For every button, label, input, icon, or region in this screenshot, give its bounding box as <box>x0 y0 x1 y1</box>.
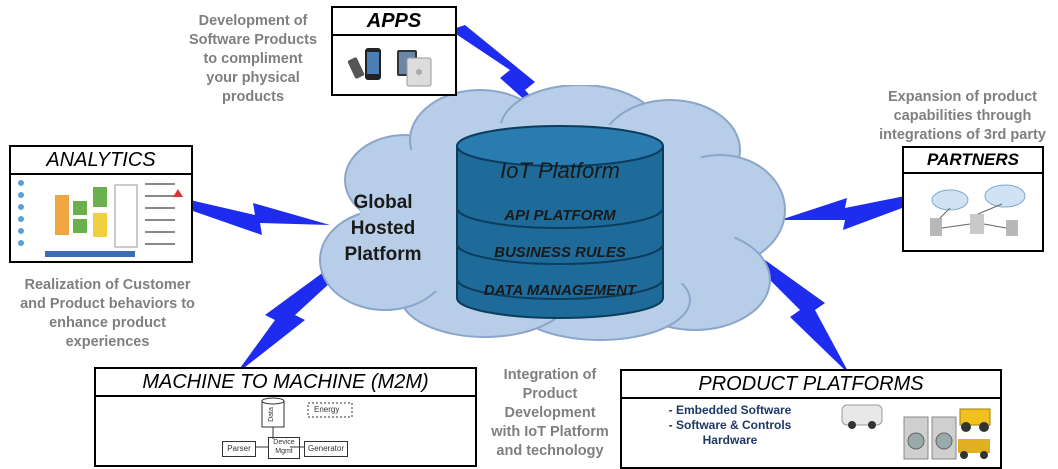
product-platforms-box: PRODUCT PLATFORMS - Embedded Software - … <box>620 369 1002 469</box>
caption-line: Integration of <box>503 367 597 383</box>
caption-line: Product <box>522 386 578 402</box>
caption-line: integrations of 3rd party <box>879 127 1046 143</box>
m2m-title: MACHINE TO MACHINE (M2M) <box>96 369 475 397</box>
cylinder-layer-data: DATA MANAGEMENT <box>483 282 637 299</box>
bolt-m2m <box>235 260 355 375</box>
cloud-label-line: Global <box>353 192 413 213</box>
bolt-analytics <box>190 200 330 235</box>
apps-title: APPS <box>333 8 455 36</box>
cylinder-title: IoT Platform <box>500 158 620 183</box>
m2m-diagram: Data Energy Parser Device Mgmt Generator <box>96 397 475 467</box>
partners-title: PARTNERS <box>904 148 1042 174</box>
cylinder-layer-rules: BUSINESS RULES <box>494 244 626 261</box>
cylinder-graphic <box>456 125 664 319</box>
caption-line: experiences <box>65 334 150 350</box>
caption-line: Software Products <box>188 32 318 48</box>
product-list-item: Hardware <box>702 433 758 447</box>
cloud-label: Global Hosted Platform <box>328 190 438 268</box>
product-list: - Embedded Software - Software & Control… <box>650 403 810 448</box>
analytics-box: ANALYTICS <box>9 145 193 263</box>
partners-box: PARTNERS <box>902 146 1044 252</box>
caption-line: and technology <box>496 443 604 459</box>
caption-line: Expansion of product <box>887 89 1038 105</box>
caption-line: enhance product <box>49 315 166 331</box>
caption-line: Development <box>504 405 596 421</box>
cylinder-layer-api: API PLATFORM <box>504 207 616 224</box>
devices-image <box>347 48 432 87</box>
analytics-title: ANALYTICS <box>11 147 191 175</box>
caption-line: Realization of Customer <box>24 277 191 293</box>
m2m-diagram-lines <box>256 397 353 448</box>
caption-line: with IoT Platform <box>491 424 609 440</box>
m2m-node-energy: Energy <box>314 405 340 414</box>
caption-line: your physical <box>206 70 300 86</box>
product-platforms-title: PRODUCT PLATFORMS <box>622 371 1000 399</box>
caption-line: Development of <box>198 13 308 29</box>
apps-box: APPS <box>331 6 457 96</box>
partners-network-image <box>930 184 1026 236</box>
caption-analytics: Realization of Customer and Product beha… <box>0 276 215 352</box>
m2m-node-data: Data <box>267 407 275 422</box>
cloud-label-line: Hosted <box>350 218 416 239</box>
analytics-diagram-image <box>18 180 183 257</box>
caption-line: to compliment <box>203 51 303 67</box>
products-image <box>841 404 991 460</box>
caption-line: products <box>221 89 285 105</box>
caption-line: and Product behaviors to <box>20 296 195 312</box>
bolt-partners <box>780 195 910 230</box>
m2m-node-generator: Generator <box>304 441 348 457</box>
product-list-item: - Software & Controls <box>668 418 792 432</box>
bolt-product <box>750 260 850 375</box>
m2m-node-parser: Parser <box>222 441 256 457</box>
iot-platform-cylinder: IoT Platform API PLATFORM BUSINESS RULES… <box>455 124 665 320</box>
m2m-box: MACHINE TO MACHINE (M2M) Data Energy Par… <box>94 367 477 467</box>
cloud-label-line: Platform <box>344 244 422 265</box>
m2m-node-device: Device Mgmt <box>268 437 300 459</box>
caption-m2m: Integration of Product Development with … <box>480 366 620 461</box>
caption-apps: Development of Software Products to comp… <box>178 12 328 107</box>
product-list-item: - Embedded Software <box>668 403 792 417</box>
caption-line: capabilities through <box>893 108 1032 124</box>
